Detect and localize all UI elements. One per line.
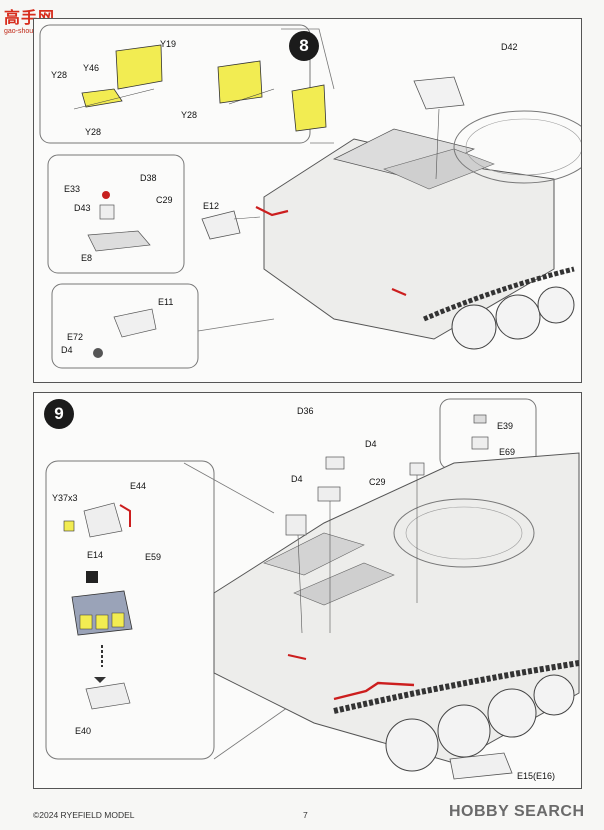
step-9-badge: 9: [44, 399, 74, 429]
part-label-E44: E44: [130, 481, 147, 491]
part-label-Y28: Y28: [51, 70, 68, 80]
part-label-Y19: Y19: [160, 39, 177, 49]
part-label-Y28: Y28: [181, 110, 198, 120]
part-label-Y28: Y28: [85, 127, 102, 137]
part-label-E39: E39: [497, 421, 514, 431]
logo-url: gao-shou.com: [4, 28, 49, 35]
page-number: 7: [303, 810, 308, 820]
part-label-D38: D38: [140, 173, 157, 183]
part-label-Y37x3: Y37x3: [52, 493, 78, 503]
part-label-E12: E12: [203, 201, 220, 211]
part-label-E72: E72: [67, 332, 84, 342]
part-label-D4: D4: [365, 439, 377, 449]
part-label-C29: C29: [156, 195, 173, 205]
step-8-illustration: [39, 24, 581, 369]
step-9-panel: 9 D36 D4 D4 C29 E39 E69 Y37x3 E44 E14 E5…: [33, 392, 582, 789]
part-label-Y46: Y46: [83, 63, 100, 73]
step-8-panel: 8 Y19 Y46 Y28 Y28 Y28 D42 E33 D38 C29 D4…: [33, 18, 582, 383]
hobby-search-watermark: HOBBY SEARCH: [449, 803, 585, 820]
part-label-E14: E14: [87, 550, 104, 560]
part-label-E11: E11: [158, 297, 174, 307]
part-label-E59: E59: [145, 552, 162, 562]
part-label-D4: D4: [291, 474, 303, 484]
part-label-D36: D36: [297, 406, 314, 416]
part-label-E33: E33: [64, 184, 81, 194]
part-label-D43: D43: [74, 203, 91, 213]
part-label-E15: E15(E16): [517, 771, 556, 781]
copyright-text: ©2024 RYEFIELD MODEL: [33, 810, 135, 820]
step-9-illustration: [45, 398, 580, 780]
part-label-E69: E69: [499, 447, 516, 457]
part-label-D4: D4: [61, 345, 73, 355]
step-8-badge: 8: [289, 31, 319, 61]
part-label-E40: E40: [75, 726, 92, 736]
part-label-D42: D42: [501, 42, 518, 52]
part-label-E8: E8: [81, 253, 93, 263]
part-label-C29: C29: [369, 477, 386, 487]
